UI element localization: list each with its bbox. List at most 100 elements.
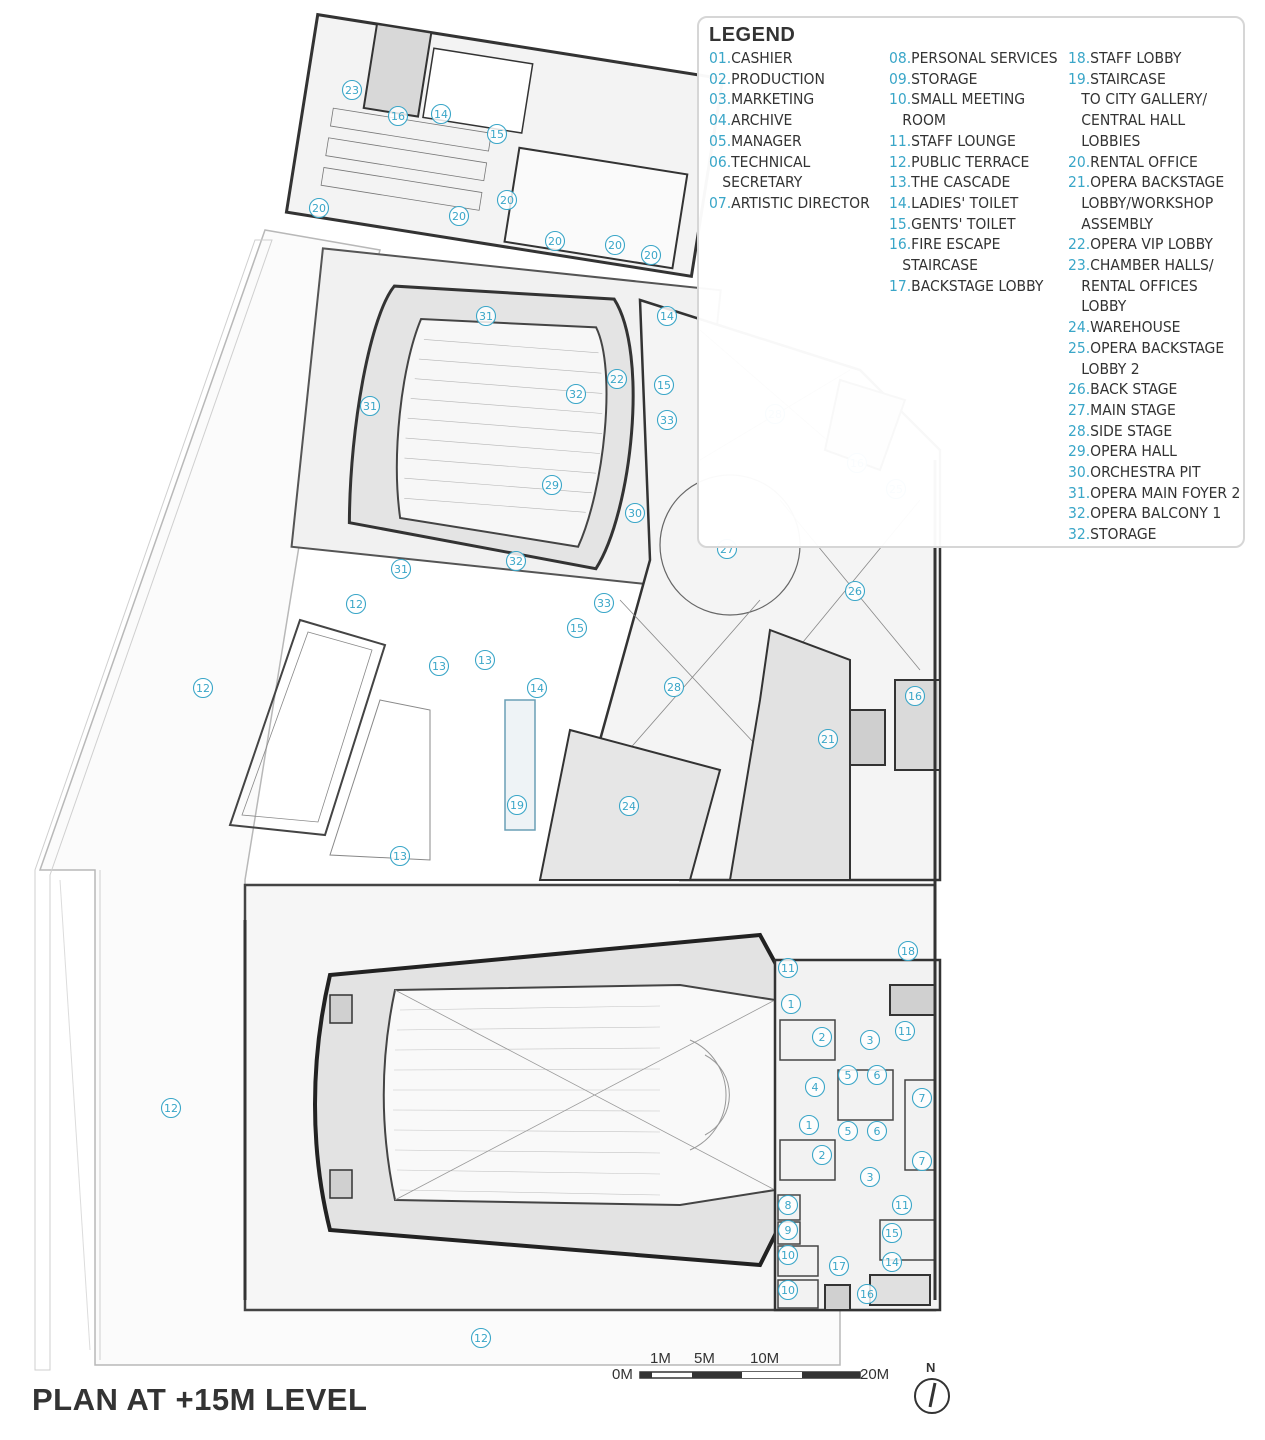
room-tag-number: 12	[349, 598, 363, 611]
room-tag: 12	[470, 1327, 492, 1349]
room-tag-number: 2	[819, 1149, 826, 1162]
legend-number: 32.	[1068, 504, 1091, 523]
legend-item: 08.PERSONAL SERVICES	[889, 48, 1058, 69]
room-tag: 14	[430, 103, 452, 125]
legend-label: OPERA VIP LOBBY	[1090, 235, 1213, 254]
legend-label: ARTISTIC DIRECTOR	[731, 193, 870, 212]
room-tag-circle	[606, 368, 628, 390]
room-tag: 2	[811, 1026, 833, 1048]
room-tag: 33	[656, 409, 678, 431]
room-tag-number: 30	[628, 507, 642, 520]
legend-item: 17.BACKSTAGE LOBBY	[889, 276, 1058, 297]
room-tag-circle	[475, 305, 497, 327]
legend-item: 01.CASHIER	[709, 48, 870, 69]
legend-number: 15.	[889, 214, 912, 233]
room-tag-circle	[859, 1029, 881, 1051]
legend-item: 10.SMALL MEETING ROOM	[889, 89, 1058, 130]
room-tag: 9	[777, 1219, 799, 1241]
room-tag-circle	[428, 655, 450, 677]
legend-title: LEGEND	[709, 24, 796, 46]
room-tag: 10	[777, 1279, 799, 1301]
room-tag: 29	[541, 474, 563, 496]
room-tag-number: 14	[660, 310, 674, 323]
room-tag-number: 20	[312, 202, 326, 215]
legend-label: OPERA BALCONY 1	[1090, 504, 1222, 523]
legend-item: 04.ARCHIVE	[709, 110, 870, 131]
room-tag-number: 10	[781, 1249, 795, 1262]
legend-item: 11.STAFF LOUNGE	[889, 131, 1058, 152]
room-tag-circle	[881, 1251, 903, 1273]
room-tag: 3	[859, 1029, 881, 1051]
room-tag: 31	[475, 305, 497, 327]
cascade-pool	[228, 618, 387, 837]
office-block	[284, 12, 725, 279]
room-tag-circle	[897, 940, 919, 962]
room-tag-number: 31	[363, 400, 377, 413]
legend-number: 27.	[1068, 400, 1091, 419]
scale-bar: 0M 1M 5M 10M 20M	[612, 1350, 912, 1418]
room-tag-number: 13	[478, 654, 492, 667]
room-tag-number: 31	[394, 563, 408, 576]
scale-5m: 5M	[694, 1350, 715, 1367]
room-tag-number: 4	[812, 1081, 819, 1094]
room-tag-number: 14	[885, 1256, 899, 1269]
room-tag: 14	[881, 1251, 903, 1273]
room-tag: 20	[544, 230, 566, 252]
room-tag: 7	[911, 1087, 933, 1109]
room-tag-number: 24	[622, 800, 636, 813]
room-tag-number: 16	[860, 1288, 874, 1301]
room-tag-circle	[565, 383, 587, 405]
room-tag: 13	[389, 845, 411, 867]
scale-10m: 10M	[750, 1350, 780, 1367]
room-tag-number: 13	[393, 850, 407, 863]
legend-item: 18.STAFF LOBBY	[1068, 48, 1240, 69]
legend-label: CASHIER	[731, 49, 793, 67]
legend-label: MARKETING	[731, 90, 815, 109]
room-tag: 18	[897, 940, 919, 962]
room-tag-number: 1	[788, 998, 795, 1011]
legend-item: 15.GENTS' TOILET	[889, 214, 1058, 235]
legend-item: 21.OPERA BACKSTAGE LOBBY/WORKSHOP ASSEMB…	[1068, 172, 1240, 234]
legend-number: 05.	[709, 131, 732, 150]
room-tag-circle	[505, 550, 527, 572]
legend-label: OPERA BACKSTAGE LOBBY/WORKSHOP ASSEMBLY	[1081, 173, 1225, 233]
legend-item: 19.STAIRCASE TO CITY GALLERY/ CENTRAL HA…	[1068, 69, 1240, 152]
room-tag-number: 22	[610, 373, 624, 386]
room-tag-circle	[544, 230, 566, 252]
room-tag: 14	[526, 677, 548, 699]
legend-label: STORAGE	[911, 69, 978, 88]
legend-item: 31.OPERA MAIN FOYER 2	[1068, 483, 1240, 504]
room-tag-number: 19	[510, 799, 524, 812]
room-tag-circle	[811, 1026, 833, 1048]
room-tag-number: 33	[660, 414, 674, 427]
room-tag-number: 20	[608, 239, 622, 252]
room-tag-circle	[506, 794, 528, 816]
legend-label: OPERA MAIN FOYER 2	[1090, 483, 1241, 502]
room-tag-number: 12	[474, 1332, 488, 1345]
room-tag-circle	[777, 1279, 799, 1301]
room-tag: 15	[486, 123, 508, 145]
room-tag: 16	[904, 685, 926, 707]
room-tag-number: 15	[570, 622, 584, 635]
room-tag-circle	[804, 1076, 826, 1098]
room-tag-circle	[777, 1244, 799, 1266]
scale-20m: 20M	[860, 1366, 890, 1383]
room-tag-circle	[192, 677, 214, 699]
legend-label: OPERA HALL	[1090, 442, 1177, 461]
room-tag-circle	[624, 502, 646, 524]
room-tag-number: 31	[479, 310, 493, 323]
room-tag-circle	[593, 592, 615, 614]
north-arrow: N	[910, 1360, 954, 1418]
legend-label: ORCHESTRA PIT	[1090, 463, 1201, 482]
room-tag: 22	[606, 368, 628, 390]
room-tag-circle	[777, 957, 799, 979]
room-tag-number: 33	[597, 597, 611, 610]
room-tag-number: 15	[657, 379, 671, 392]
legend-label: CHAMBER HALLS/ RENTAL OFFICES LOBBY	[1081, 256, 1214, 316]
legend-item: 25.OPERA BACKSTAGE LOBBY 2	[1068, 338, 1240, 379]
legend-item: 24.WAREHOUSE	[1068, 317, 1240, 338]
legend-label: LADIES' TOILET	[911, 193, 1019, 212]
room-tag-number: 1	[806, 1119, 813, 1132]
legend-number: 09.	[889, 69, 912, 88]
